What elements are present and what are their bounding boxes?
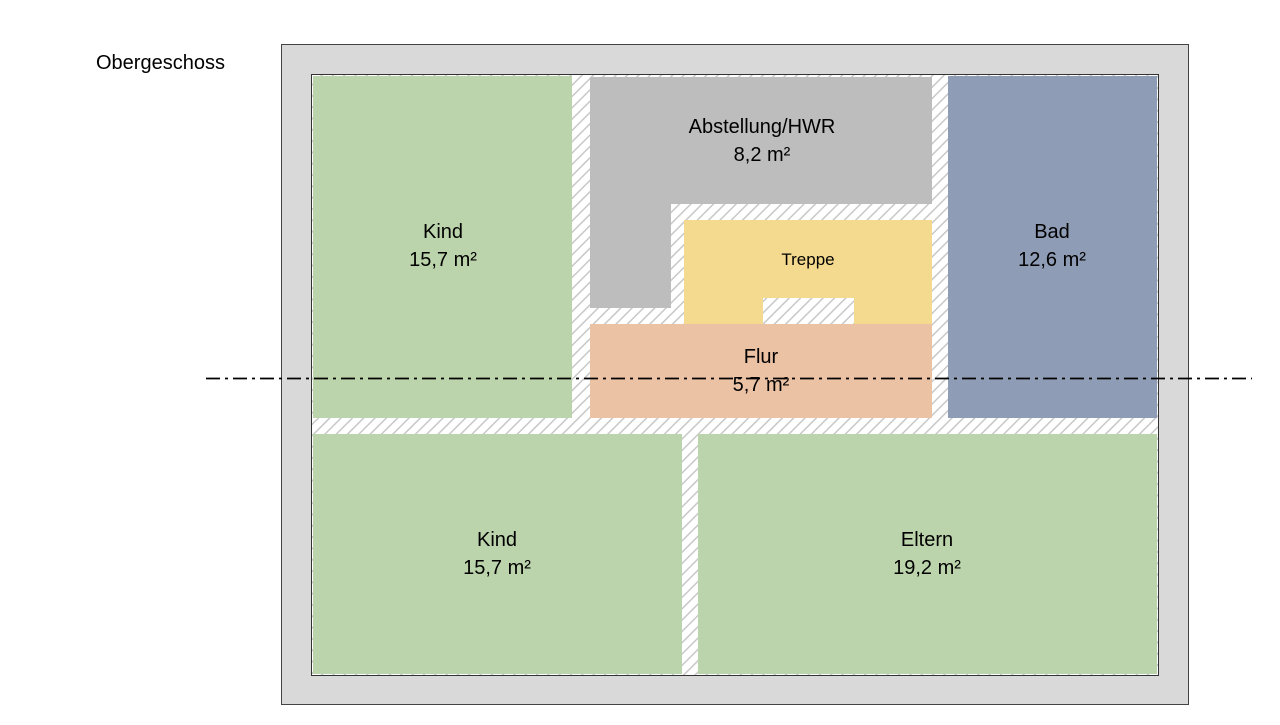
label-flur: Flur 5,7 m² bbox=[661, 343, 861, 399]
room-eltern bbox=[698, 434, 1157, 674]
room-treppe bbox=[684, 220, 932, 324]
room-area: 19,2 m² bbox=[893, 557, 961, 579]
label-bad: Bad 12,6 m² bbox=[952, 218, 1152, 274]
room-area: 12,6 m² bbox=[1018, 249, 1086, 271]
room-area: 8,2 m² bbox=[733, 144, 791, 166]
room-area: 15,7 m² bbox=[409, 249, 477, 271]
room-area: 5,7 m² bbox=[732, 374, 790, 396]
room-bad bbox=[948, 76, 1157, 418]
label-kind-top: Kind 15,7 m² bbox=[343, 218, 543, 274]
room-abstellung bbox=[590, 77, 932, 308]
label-abstellung: Abstellung/HWR 8,2 m² bbox=[642, 113, 882, 169]
label-treppe: Treppe bbox=[708, 246, 908, 274]
room-name: Flur bbox=[743, 346, 779, 368]
label-eltern: Eltern 19,2 m² bbox=[827, 526, 1027, 582]
room-name: Kind bbox=[422, 221, 464, 243]
room-flur bbox=[590, 324, 932, 418]
room-area: 15,7 m² bbox=[463, 557, 531, 579]
room-kind-bottom bbox=[313, 434, 682, 674]
label-kind-bottom: Kind 15,7 m² bbox=[397, 526, 597, 582]
room-name: Treppe bbox=[781, 250, 835, 269]
room-name: Kind bbox=[476, 529, 518, 551]
room-kind-top bbox=[313, 76, 572, 418]
room-name: Abstellung/HWR bbox=[688, 116, 836, 138]
floor-title: Obergeschoss bbox=[96, 52, 225, 74]
room-name: Bad bbox=[1034, 221, 1070, 243]
room-name: Eltern bbox=[900, 529, 954, 551]
